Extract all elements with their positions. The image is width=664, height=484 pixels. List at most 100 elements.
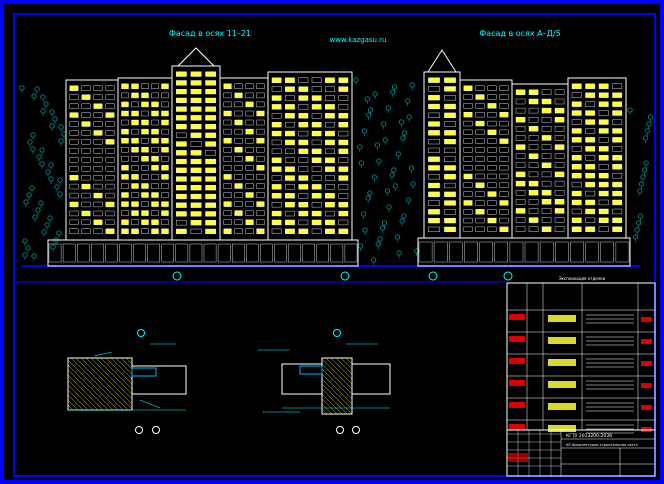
tree-crown [638,181,644,187]
window [554,162,565,169]
tree-crown [636,220,642,226]
hatch-line [321,358,353,390]
window [311,228,322,234]
schedule-row-code [641,383,652,388]
window [105,139,115,145]
window [151,183,159,189]
tree-crown [353,77,359,83]
window [285,193,295,199]
tree-crown [27,139,33,145]
tree-crown [377,236,383,242]
window [571,128,582,134]
podium-window [161,243,174,263]
window [190,132,202,138]
window [444,95,456,101]
window [463,111,473,118]
window [475,94,485,100]
window [223,83,232,90]
window [311,157,322,163]
tree-crown [35,207,41,213]
window [205,211,217,217]
tree-crown [410,181,416,187]
window [541,226,552,232]
window [105,192,115,199]
schedule-title: Экспликация отделки [559,276,606,281]
window [121,210,129,216]
window [234,219,243,225]
tree-crown [637,213,643,219]
window [515,116,526,123]
window [121,146,129,153]
hatch-line [115,357,133,375]
tree-crown [54,184,60,190]
window [554,199,565,205]
window [528,144,539,150]
axis-marker-21 [340,271,350,281]
window [598,172,609,179]
tree-crown [29,185,35,191]
tree-crown [366,112,372,118]
detail-2-marker [333,329,341,337]
window [93,192,103,199]
window [554,126,565,132]
tree-crown [395,151,401,157]
window [515,126,526,132]
window [271,104,282,110]
windows-section-2 [121,83,169,235]
window [541,135,552,141]
window [541,180,552,187]
hatch-line [321,408,328,415]
hatch-line [67,379,99,411]
schedule-row-swatch [548,403,576,410]
window [554,144,565,150]
tree-crown [371,174,377,180]
window [515,98,526,105]
window [298,113,309,119]
window [325,121,335,128]
window [81,112,91,118]
window [585,137,596,143]
window [121,174,129,180]
tree-crown [50,244,56,250]
window [338,193,349,199]
window [245,101,254,108]
window [463,209,473,215]
schedule-row-mark [509,314,525,320]
window [585,119,596,125]
window [190,211,202,217]
window [285,86,295,92]
window [298,130,309,137]
window [121,228,129,235]
window [528,171,539,178]
podium-window [316,243,330,263]
window [190,220,202,226]
window [475,226,485,232]
window [298,77,309,83]
window [271,175,282,181]
window [223,156,232,162]
window [121,128,129,135]
window [598,92,609,98]
window [205,176,217,182]
detail-2-insulation [299,365,323,375]
windows-section-3 [223,83,265,235]
window [311,77,322,83]
tree-crown [637,188,643,194]
windows-right-section-2 [515,89,565,232]
window [571,155,582,161]
window [554,153,565,159]
tree-crown [392,84,398,90]
window [205,97,217,104]
window [528,98,539,105]
window [234,201,243,207]
hatch-line [330,357,353,380]
window [131,174,139,180]
detail-2-slab-left [281,363,323,395]
window [205,123,217,130]
window [69,103,79,109]
window [475,147,485,153]
window [338,104,349,110]
window [554,189,565,196]
window [475,120,485,127]
window [554,98,565,105]
